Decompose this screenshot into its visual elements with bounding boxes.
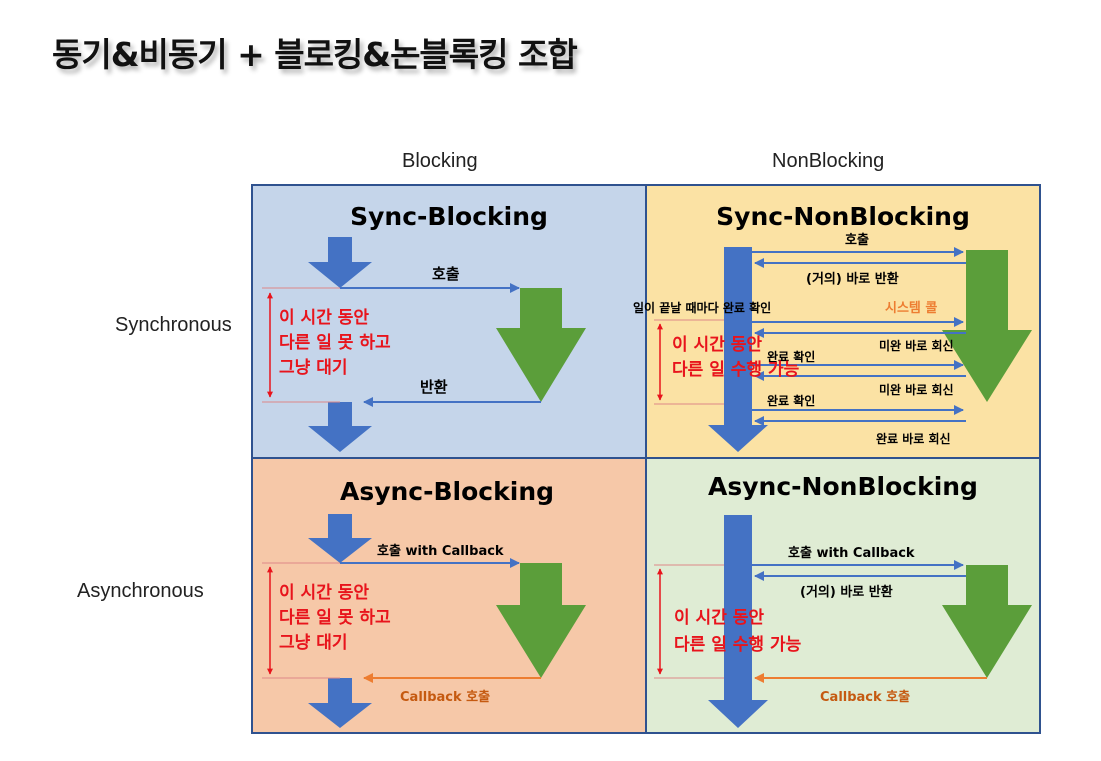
caller-down-arrow-icon [308,678,372,728]
worker-down-arrow-icon [496,563,586,678]
call-label: 호출 with Callback [377,543,504,559]
row-label-synchronous: Synchronous [115,314,232,336]
column-label-nonblocking: NonBlocking [772,150,885,172]
reply-label: 완료 바로 회신 [876,431,951,446]
caller-down-arrow-icon [308,402,372,452]
quadrant-title: Sync-NonBlocking [716,202,970,231]
caller-long-down-arrow-icon [708,515,768,728]
call-label: 호출 [432,265,460,283]
quadrant-title: Sync-Blocking [350,202,548,231]
worker-down-arrow-icon [496,288,586,402]
reply-label: 미완 바로 회신 [879,382,954,397]
return-label: (거의) 바로 반환 [806,271,899,287]
quadrant-sync-blocking [252,185,646,458]
column-label-blocking: Blocking [402,150,478,172]
quadrant-title: Async-Blocking [340,477,554,506]
page-title: 동기&비동기 + 블로킹&논블록킹 조합 [52,35,578,74]
quadrant-title: Async-NonBlocking [708,472,978,501]
system-call-label: 시스템 콜 [885,301,937,316]
work-text-line: 이 시간 동안 [674,608,764,628]
row-label-asynchronous: Asynchronous [77,580,204,602]
caller-down-arrow-icon [308,237,372,288]
caller-long-down-arrow-icon [708,247,768,452]
callback-label: Callback 호출 [820,689,910,705]
check-label: 완료 확인 [767,393,815,408]
work-text-line: 이 시간 동안 [672,335,762,355]
work-text-line: 다른 일 수행 가능 [672,360,800,380]
work-text-line: 다른 일 수행 가능 [674,635,802,655]
wait-text-line: 다른 일 못 하고 [279,608,391,628]
worker-down-arrow-icon [942,565,1032,678]
wait-text-line: 그냥 대기 [279,358,347,378]
call-label: 호출 with Callback [788,545,915,561]
reply-label: 미완 바로 회신 [879,338,954,353]
callback-label: Callback 호출 [400,689,490,705]
return-label: 반환 [420,378,448,396]
return-label: (거의) 바로 반환 [800,584,893,600]
call-label: 호출 [845,232,869,248]
worker-down-arrow-icon [942,250,1032,402]
check-label: 일이 끝날 때마다 완료 확인 [633,300,771,315]
caller-down-arrow-icon [308,514,372,563]
check-label: 완료 확인 [767,349,815,364]
wait-text-line: 그냥 대기 [279,633,347,653]
quadrant-async-blocking [252,458,646,733]
wait-text-line: 이 시간 동안 [279,583,369,603]
wait-text-line: 다른 일 못 하고 [279,333,391,353]
wait-text-line: 이 시간 동안 [279,308,369,328]
